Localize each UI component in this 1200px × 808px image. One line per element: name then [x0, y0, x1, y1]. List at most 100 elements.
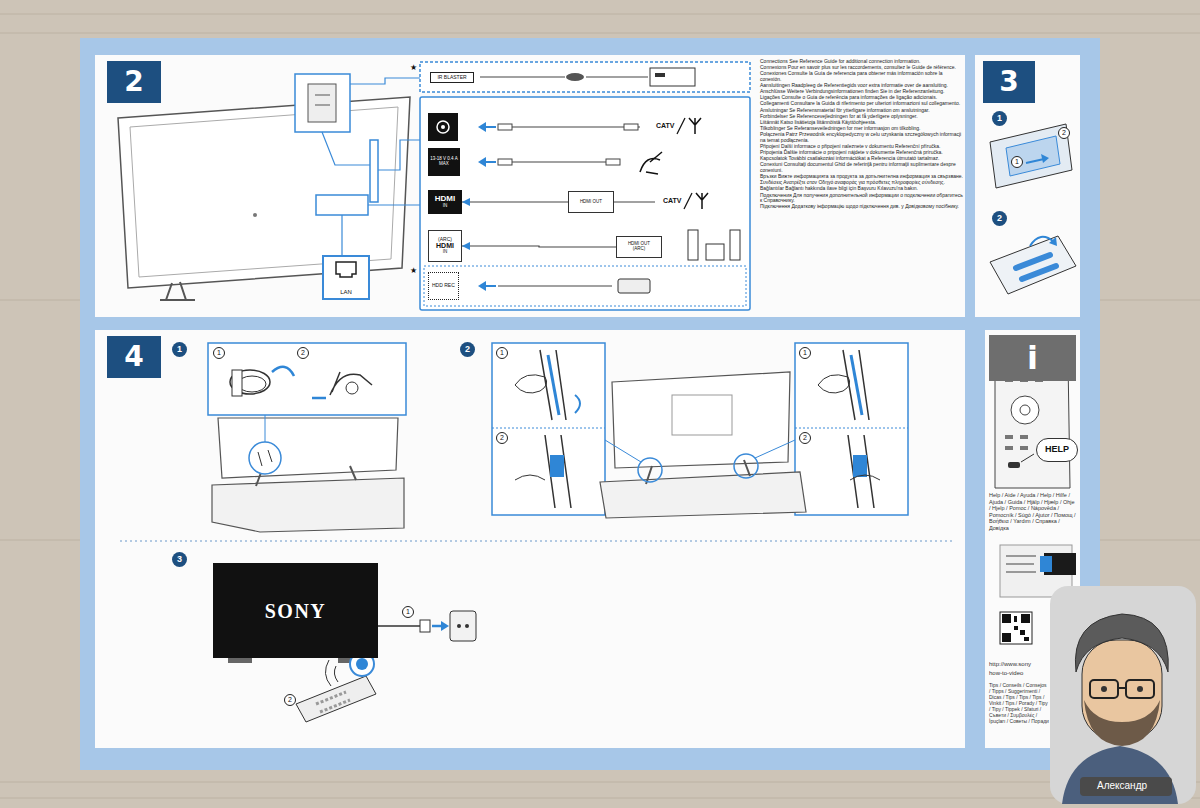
optional-mark: ★	[410, 63, 417, 72]
antenna-symbol	[684, 193, 692, 209]
plug-arrow	[441, 621, 449, 631]
connection-note: Pripojenia Ďalšie informácie o pripojení…	[760, 150, 963, 156]
cable	[258, 450, 272, 466]
cable	[498, 161, 620, 162]
hand	[850, 475, 880, 480]
port-label: HDMI OUT	[580, 200, 602, 205]
qr-code	[1002, 614, 1030, 642]
signal-waves	[325, 660, 338, 686]
cable	[480, 76, 648, 77]
signal-label: CATV	[655, 122, 676, 130]
connection-note: Anslutningar Se Referensmaterial för ytt…	[760, 108, 963, 114]
step-number: 3	[983, 61, 1035, 103]
step-number: 2	[992, 211, 1007, 226]
antenna-symbol	[677, 118, 685, 134]
callout-number: 2	[496, 432, 508, 444]
connection-note: Ligações Consulte o Guia de referência p…	[760, 95, 963, 101]
avatar-watermark	[1062, 746, 1178, 804]
port-icon: HDD REC	[428, 272, 459, 300]
cable	[498, 285, 612, 286]
magnifier	[734, 454, 758, 478]
tv-rear	[218, 418, 398, 478]
tv-rear-panel	[130, 107, 398, 277]
note-text: Help / Aide / Ayuda / Help / Hilfe / Aju…	[989, 492, 1077, 532]
port-label: 13-18 V 0.4 A MAX	[430, 157, 458, 167]
wall-outlet	[450, 611, 476, 641]
battery-cover	[1006, 136, 1060, 176]
detail-frame	[492, 343, 605, 515]
panel-ground	[95, 55, 965, 317]
connection-note: Bağlantılar Bağlantı hakkında ilave bilg…	[760, 186, 963, 192]
connection-frame	[420, 97, 750, 310]
avatar-watermark	[1101, 686, 1107, 692]
tv-cabinet	[600, 472, 806, 518]
plug	[420, 620, 430, 632]
lan-port-icon	[336, 262, 356, 277]
instruction-panel: SONY4	[95, 330, 965, 748]
avatar-watermark	[1050, 586, 1196, 804]
tv-front: SONY	[213, 563, 378, 658]
instruction-panel: 3	[975, 55, 1080, 317]
callout-number: 1	[799, 347, 811, 359]
connection-note: Връзки Вижте информацията за продукта за…	[760, 174, 963, 180]
callout-number: 1	[402, 606, 414, 618]
panel-ground	[95, 330, 965, 748]
port-icon: 13-18 V 0.4 A MAX	[428, 148, 460, 176]
avatar-watermark	[1126, 680, 1154, 698]
satellite-dish	[640, 152, 662, 174]
antenna-symbol	[689, 118, 701, 134]
set-top-box	[655, 73, 665, 77]
hand	[330, 372, 372, 395]
magnifier	[249, 442, 281, 474]
remote	[296, 676, 376, 722]
connection-note: Συνδέσεις Ανατρέξτε στον Οδηγό αναφοράς …	[760, 180, 963, 186]
port-callout	[370, 140, 378, 202]
connection-note: Kapcsolatok További csatlakozási informá…	[760, 156, 963, 162]
cable	[548, 355, 559, 415]
slide-arrow	[1026, 159, 1044, 163]
remote-back	[990, 236, 1076, 294]
optional-frame	[420, 62, 750, 92]
remote-dpad	[1020, 405, 1030, 415]
detail-frame	[208, 343, 406, 415]
stand-leg	[545, 435, 571, 508]
step-number: 3	[172, 552, 187, 567]
antenna-port-icon	[428, 113, 458, 141]
connection-note: Подключения Для получения дополнительной…	[760, 193, 963, 204]
port-label: HDMI	[435, 195, 455, 204]
note-text: http://www.sony	[989, 661, 1047, 668]
avatar-watermark	[1118, 687, 1126, 689]
port-label: HELP	[1045, 445, 1069, 455]
port-icon: HDMIIN	[428, 190, 462, 214]
stand-leg	[848, 435, 874, 508]
remote-back	[990, 124, 1072, 188]
signal-label: CATV	[662, 197, 683, 205]
slide-arrow	[1041, 154, 1049, 163]
callout-number: 1	[213, 347, 225, 359]
panel-ground	[975, 55, 1080, 317]
connection-note: Anschlüsse Weitere Verbindungsinformatio…	[760, 89, 963, 95]
callout-number: 1	[1011, 156, 1023, 168]
port-callout	[295, 74, 350, 132]
lan-ground	[322, 255, 370, 300]
connect-arrow	[478, 122, 486, 132]
power-cord	[378, 625, 420, 627]
callout-number: 1	[496, 347, 508, 359]
callout-number: 2	[284, 694, 296, 706]
insert-arrow	[1049, 237, 1057, 246]
device-box: HDMI OUT	[568, 191, 614, 213]
insert-arrow	[1030, 237, 1054, 246]
note-text: Tips / Conseils / Consejos / Tipps / Sug…	[989, 682, 1049, 724]
remote-dpad	[1011, 396, 1039, 424]
antenna-symbol	[696, 193, 708, 209]
callout-number: 2	[1058, 127, 1070, 139]
set-top-box	[650, 68, 695, 86]
tv-cabinet	[212, 478, 404, 532]
port-label: IR BLASTER	[430, 72, 474, 83]
step-number: 2	[460, 342, 475, 357]
connection-note: Connexions Pour en savoir plus sur les r…	[760, 65, 963, 71]
card-slot	[315, 95, 330, 105]
connection-note: Aansluitingen Raadpleeg de Referentiegid…	[760, 83, 963, 89]
leader-line	[342, 78, 420, 255]
plug	[606, 159, 620, 165]
